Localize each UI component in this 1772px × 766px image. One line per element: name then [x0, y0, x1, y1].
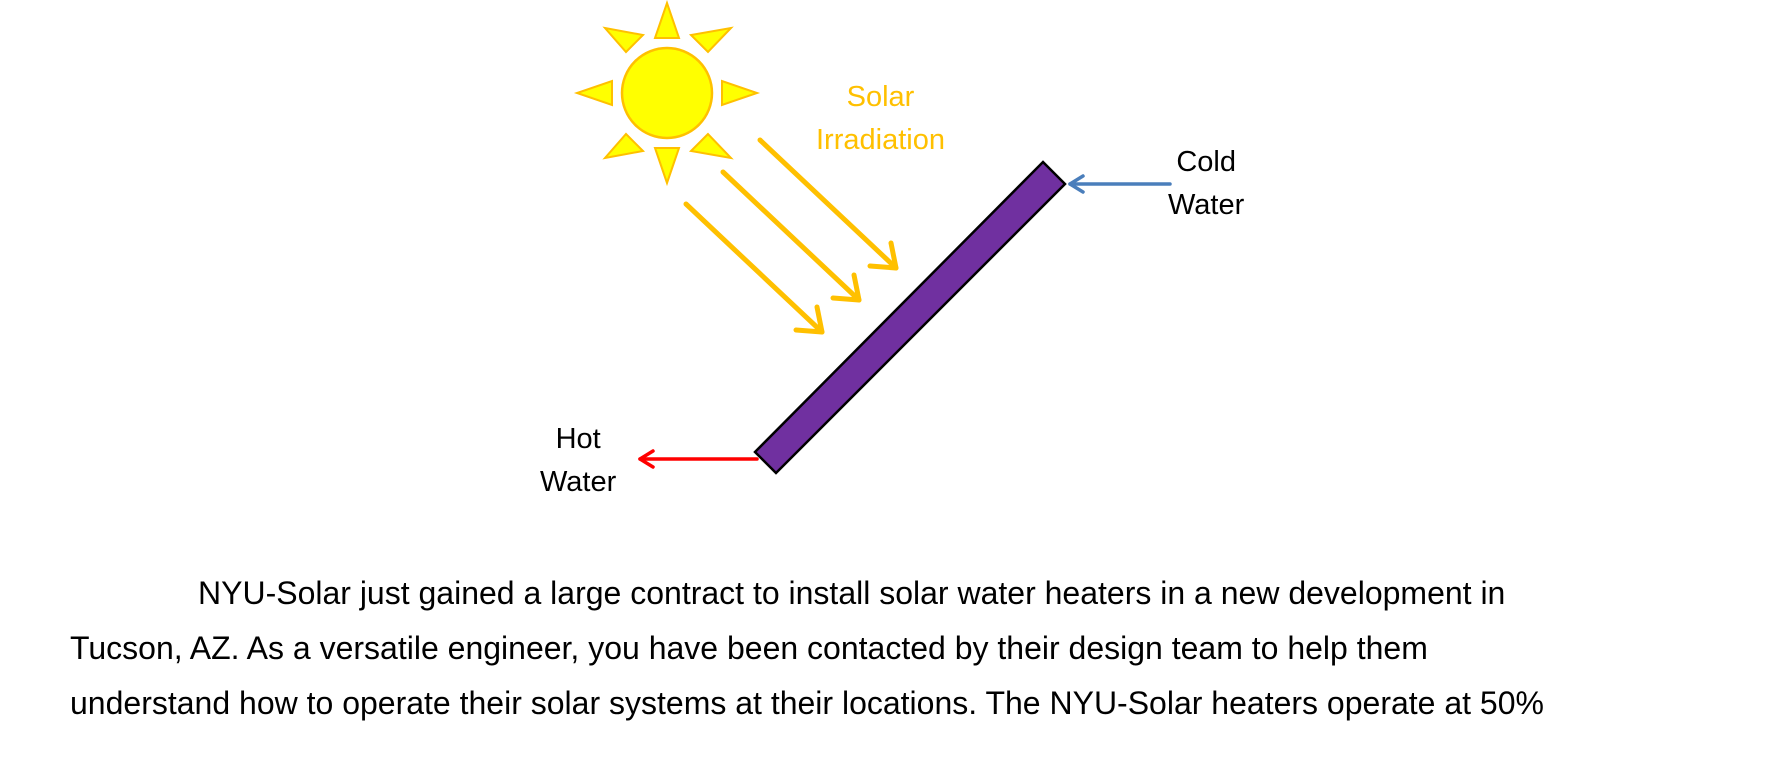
solar-irradiation-line-2: Irradiation [816, 124, 945, 156]
hot-water-line-2: Water [540, 466, 617, 498]
sun-ray [688, 26, 734, 54]
sun-ray [602, 132, 646, 160]
hot-water-label: Hot Water [540, 418, 616, 504]
solar-panel [753, 160, 1067, 475]
sun-ray [688, 132, 734, 160]
irradiation-arrows [683, 137, 899, 335]
cold-water-line-1: Cold [1176, 146, 1236, 178]
sun-icon [573, 0, 761, 187]
solar-water-heater-diagram [573, 0, 1172, 475]
solar-irradiation-label: Solar Irradiation [816, 76, 945, 162]
irradiation-arrow [720, 169, 862, 303]
paragraph-line: Tucson, AZ. As a versatile engineer, you… [70, 630, 1428, 666]
problem-paragraph: NYU-Solar just gained a large contract t… [70, 566, 1740, 731]
solar-irradiation-line-1: Solar [846, 81, 915, 113]
paragraph-line: understand how to operate their solar sy… [70, 685, 1544, 721]
sun-ray [653, 147, 681, 187]
cold-water-label: Cold Water [1168, 141, 1244, 227]
sun-ray [721, 79, 761, 107]
sun-ray [573, 79, 613, 107]
sun-ray [602, 26, 646, 54]
sun-ray [653, 0, 681, 39]
irradiation-arrow [757, 137, 899, 271]
cold-water-line-2: Water [1168, 189, 1245, 221]
cold-water-arrow [1068, 174, 1172, 194]
irradiation-arrow [683, 201, 825, 335]
hot-water-arrow [638, 449, 759, 469]
paragraph-line: NYU-Solar just gained a large contract t… [198, 575, 1506, 611]
hot-water-line-1: Hot [555, 423, 601, 455]
sun-disc [620, 46, 714, 140]
